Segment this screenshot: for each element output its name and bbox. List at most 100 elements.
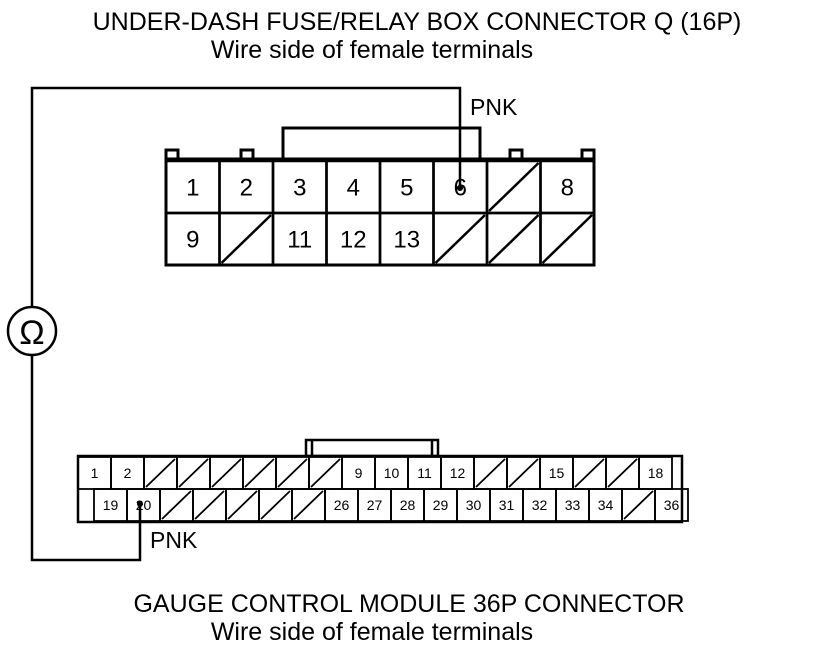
terminal-number: 1 bbox=[186, 175, 199, 202]
empty-cavity-slash bbox=[475, 458, 506, 488]
empty-cavity-slash bbox=[623, 490, 654, 520]
terminal-number: 5 bbox=[400, 175, 413, 202]
top-connector-lock-tab bbox=[281, 126, 482, 161]
connector-cavity bbox=[176, 456, 211, 490]
connector-cavity: 13 bbox=[378, 211, 435, 267]
terminal-number: 33 bbox=[565, 497, 581, 513]
connector-cavity bbox=[506, 456, 541, 490]
test-wire-top bbox=[30, 86, 462, 307]
terminal-number: 32 bbox=[532, 497, 548, 513]
probe-point-top bbox=[457, 185, 463, 191]
connector-cavity bbox=[258, 488, 293, 522]
cavity-outline bbox=[654, 488, 689, 522]
terminal-number: 12 bbox=[450, 465, 466, 481]
connector-cavity bbox=[209, 456, 244, 490]
terminal-number: 27 bbox=[367, 497, 383, 513]
empty-cavity-slash bbox=[260, 490, 291, 520]
connector-cavity bbox=[308, 456, 343, 490]
empty-cavity-slash bbox=[293, 490, 324, 520]
terminal-number: 26 bbox=[334, 497, 350, 513]
top-connector-cavities: 12345689111213 bbox=[164, 159, 596, 267]
connector-cavity bbox=[473, 456, 508, 490]
connector-cavity bbox=[159, 488, 194, 522]
connector-cavity: 12 bbox=[440, 456, 475, 490]
connector-cavity: 29 bbox=[423, 488, 458, 522]
empty-cavity-slash bbox=[244, 458, 275, 488]
terminal-number: 10 bbox=[384, 465, 400, 481]
connector-cavity bbox=[572, 456, 607, 490]
connector-cavity bbox=[275, 456, 310, 490]
empty-cavity-slash bbox=[161, 490, 192, 520]
empty-cavity-slash bbox=[488, 162, 540, 212]
connector-cavity: 10 bbox=[374, 456, 409, 490]
connector-cavity: 36 bbox=[654, 488, 689, 522]
empty-cavity-slash bbox=[607, 458, 638, 488]
terminal-number: 9 bbox=[355, 465, 363, 481]
terminal-number: 11 bbox=[287, 227, 312, 254]
bottom-connector-lock-tab bbox=[304, 438, 440, 458]
empty-cavity-slash bbox=[541, 214, 593, 264]
connector-cavity: 4 bbox=[325, 159, 382, 215]
top-connector-pin-tab bbox=[164, 148, 180, 161]
connector-cavity: 28 bbox=[390, 488, 425, 522]
empty-cavity-slash bbox=[508, 458, 539, 488]
connector-cavity bbox=[605, 456, 640, 490]
connector-cavity: 1 bbox=[164, 159, 221, 215]
connector-cavity: 9 bbox=[341, 456, 376, 490]
terminal-number: 15 bbox=[549, 465, 565, 481]
bottom-wire-color-label: PNK bbox=[150, 527, 198, 553]
terminal-number: 2 bbox=[124, 465, 132, 481]
ohmmeter-icon: Ω bbox=[6, 305, 58, 357]
terminal-number: 31 bbox=[499, 497, 515, 513]
empty-cavity-slash bbox=[227, 490, 258, 520]
empty-cavity-slash bbox=[178, 458, 209, 488]
terminal-number: 1 bbox=[91, 465, 99, 481]
connector-cavity bbox=[432, 211, 489, 267]
empty-cavity-slash bbox=[220, 214, 272, 264]
terminal-number: 34 bbox=[598, 497, 614, 513]
terminal-number: 18 bbox=[648, 465, 664, 481]
connector-cavity: 11 bbox=[271, 211, 328, 267]
connector-cavity: 3 bbox=[271, 159, 328, 215]
empty-cavity-slash bbox=[488, 214, 540, 264]
connector-cavity: 15 bbox=[539, 456, 574, 490]
terminal-number: 9 bbox=[186, 227, 199, 254]
top-connector-subtitle: Wire side of female terminals bbox=[211, 36, 533, 64]
connector-cavity: 8 bbox=[539, 159, 596, 215]
connector-cavity: 9 bbox=[164, 211, 221, 267]
test-wire-bottom bbox=[30, 355, 142, 562]
connector-cavity bbox=[291, 488, 326, 522]
connector-cavity: 20 bbox=[126, 488, 161, 522]
top-connector-title: UNDER-DASH FUSE/RELAY BOX CONNECTOR Q (1… bbox=[93, 8, 742, 36]
test-wire bbox=[30, 86, 462, 562]
connector-cavity: 32 bbox=[522, 488, 557, 522]
connector-cavity bbox=[242, 456, 277, 490]
terminal-number: 4 bbox=[347, 175, 360, 202]
empty-cavity-slash bbox=[434, 214, 486, 264]
empty-cavity-slash bbox=[277, 458, 308, 488]
connector-cavity bbox=[225, 488, 260, 522]
connector-cavity bbox=[539, 211, 596, 267]
empty-cavity-slash bbox=[211, 458, 242, 488]
terminal-number: 11 bbox=[417, 465, 432, 481]
empty-cavity-slash bbox=[145, 458, 176, 488]
bottom-connector-subtitle: Wire side of female terminals bbox=[211, 618, 533, 646]
connector-cavity: 5 bbox=[378, 159, 435, 215]
connector-cavity: 2 bbox=[218, 159, 275, 215]
connector-cavity bbox=[192, 488, 227, 522]
connector-cavity: 30 bbox=[456, 488, 491, 522]
connector-cavity: 34 bbox=[588, 488, 623, 522]
empty-cavity-slash bbox=[574, 458, 605, 488]
connector-cavity bbox=[143, 456, 178, 490]
connector-cavity: 19 bbox=[93, 488, 128, 522]
terminal-number: 29 bbox=[433, 497, 449, 513]
terminal-number: 28 bbox=[400, 497, 416, 513]
terminal-number: 8 bbox=[561, 175, 574, 202]
terminal-number: 30 bbox=[466, 497, 482, 513]
terminal-number: 3 bbox=[293, 175, 306, 202]
connector-cavity: 18 bbox=[638, 456, 673, 490]
connector-cavity bbox=[621, 488, 656, 522]
ohm-symbol: Ω bbox=[19, 314, 44, 352]
